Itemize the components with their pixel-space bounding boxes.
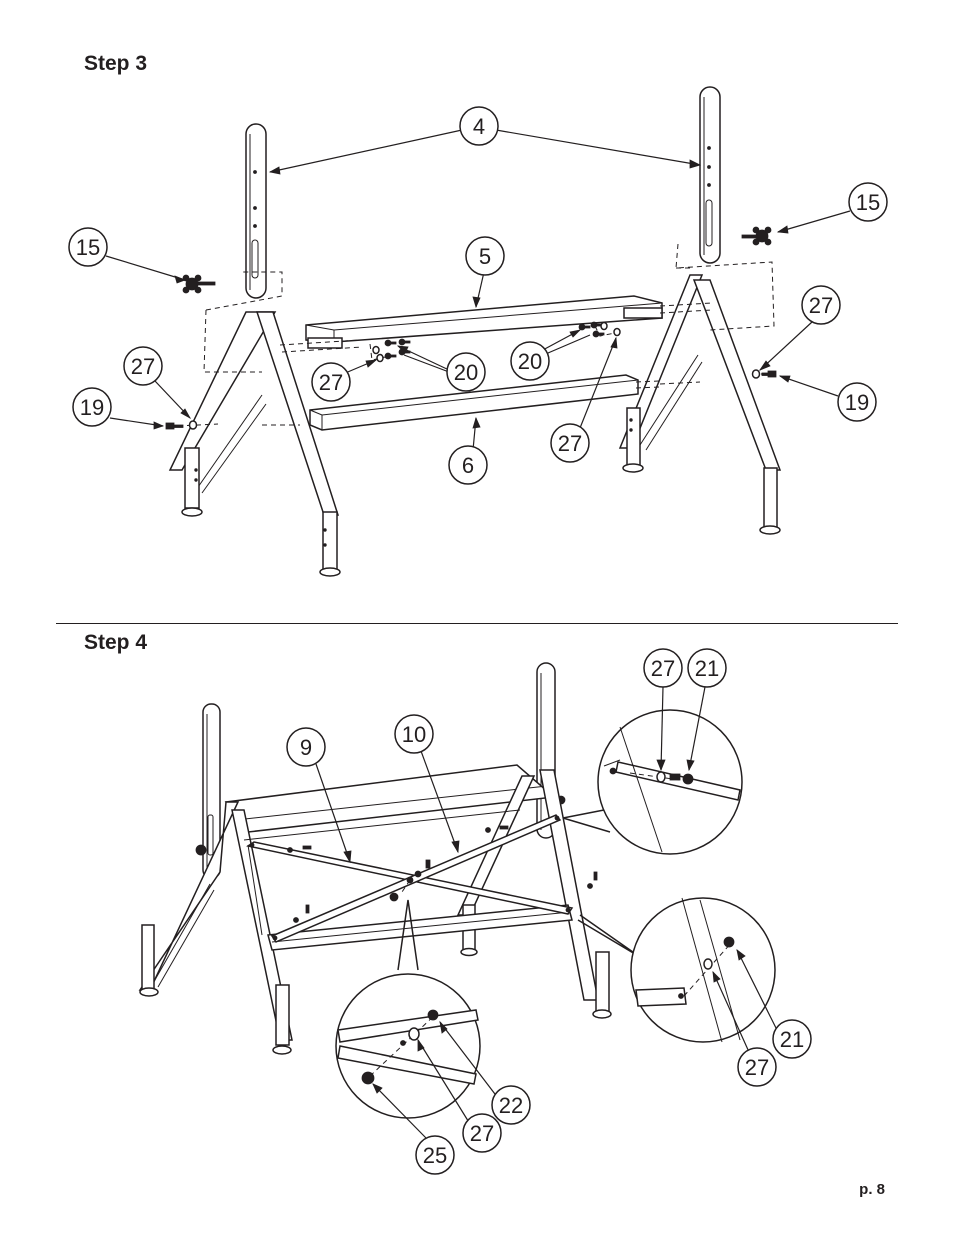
- cross-brace-part-10: [270, 814, 562, 943]
- step-4-title: Step 4: [84, 631, 148, 654]
- step-3-title: Step 3: [84, 52, 148, 75]
- lower-rail-part-6: [309, 374, 639, 431]
- svg-text:27: 27: [651, 656, 675, 681]
- step-3-illustration: 4 5 6 15 15 27 19 27: [68, 86, 888, 577]
- callout-27-detail-top: 27: [643, 648, 683, 688]
- callout-19-right: 19: [837, 382, 877, 422]
- left-upright-post: [245, 123, 267, 299]
- callout-25: 25: [415, 1135, 455, 1175]
- callout-27-right-upper: 27: [801, 285, 841, 325]
- svg-text:9: 9: [300, 735, 312, 760]
- callout-20-right: 20: [510, 341, 550, 381]
- callout-20-left: 20: [446, 352, 486, 392]
- svg-text:27: 27: [809, 293, 833, 318]
- svg-text:27: 27: [745, 1055, 769, 1080]
- svg-text:20: 20: [454, 360, 478, 385]
- step-4-leaders: [315, 686, 777, 1139]
- callout-27-left-upper: 27: [123, 346, 163, 386]
- callout-15-left: 15: [68, 227, 108, 267]
- callout-27-detail-bottom: 27: [462, 1113, 502, 1153]
- callout-19-left: 19: [72, 387, 112, 427]
- detail-circle-right: [577, 897, 776, 1043]
- page-number: p. 8: [859, 1181, 885, 1198]
- right-rail-bolts-icon: [578, 321, 621, 338]
- left-guide-box: [203, 271, 300, 426]
- svg-text:22: 22: [499, 1093, 523, 1118]
- right-upright-post: [699, 86, 721, 264]
- svg-text:27: 27: [558, 431, 582, 456]
- left-a-frame: [168, 311, 341, 577]
- callout-27-detail-right: 27: [737, 1047, 777, 1087]
- right-guide-box: [659, 243, 775, 385]
- callout-15-right: 15: [848, 182, 888, 222]
- svg-text:27: 27: [131, 354, 155, 379]
- step-3-leaders: [105, 129, 851, 451]
- step-3-hardware: [165, 226, 777, 430]
- detail-circle-top: [562, 709, 743, 855]
- svg-text:21: 21: [695, 656, 719, 681]
- callout-6: 6: [448, 445, 488, 485]
- callout-21-detail-right: 21: [772, 1019, 812, 1059]
- callout-5: 5: [465, 236, 505, 276]
- step-4-hardware: [287, 825, 598, 923]
- callout-22: 22: [491, 1085, 531, 1125]
- callout-27-left-lower: 27: [311, 362, 351, 402]
- svg-text:20: 20: [518, 349, 542, 374]
- callout-10: 10: [394, 714, 434, 754]
- svg-text:25: 25: [423, 1143, 447, 1168]
- svg-text:19: 19: [80, 395, 104, 420]
- svg-text:4: 4: [473, 114, 485, 139]
- svg-text:5: 5: [479, 244, 491, 269]
- step-4-illustration: 9 10 27 21 21 27 22 27: [138, 648, 812, 1175]
- svg-text:27: 27: [470, 1121, 494, 1146]
- svg-text:10: 10: [402, 722, 426, 747]
- callout-27-right-lower: 27: [550, 423, 590, 463]
- svg-text:15: 15: [76, 235, 100, 260]
- callout-4: 4: [459, 106, 499, 146]
- right-washer-icon: [751, 369, 761, 379]
- svg-text:6: 6: [462, 453, 474, 478]
- left-washer-icon: [188, 420, 198, 430]
- right-bolt-icon: [761, 370, 777, 378]
- svg-text:27: 27: [319, 370, 343, 395]
- rail-attachment-guides: [177, 302, 770, 427]
- right-a-frame: [618, 274, 782, 535]
- left-knob-icon: [182, 274, 216, 294]
- left-bolt-icon: [165, 422, 184, 430]
- upper-rail-part-5: [305, 295, 663, 349]
- step-divider: [56, 623, 898, 624]
- callout-21-detail-top: 21: [687, 648, 727, 688]
- svg-text:19: 19: [845, 390, 869, 415]
- callout-9: 9: [286, 727, 326, 767]
- right-knob-icon: [741, 226, 772, 246]
- svg-text:21: 21: [780, 1027, 804, 1052]
- svg-text:15: 15: [856, 190, 880, 215]
- brace-bolts-icon: [287, 825, 598, 923]
